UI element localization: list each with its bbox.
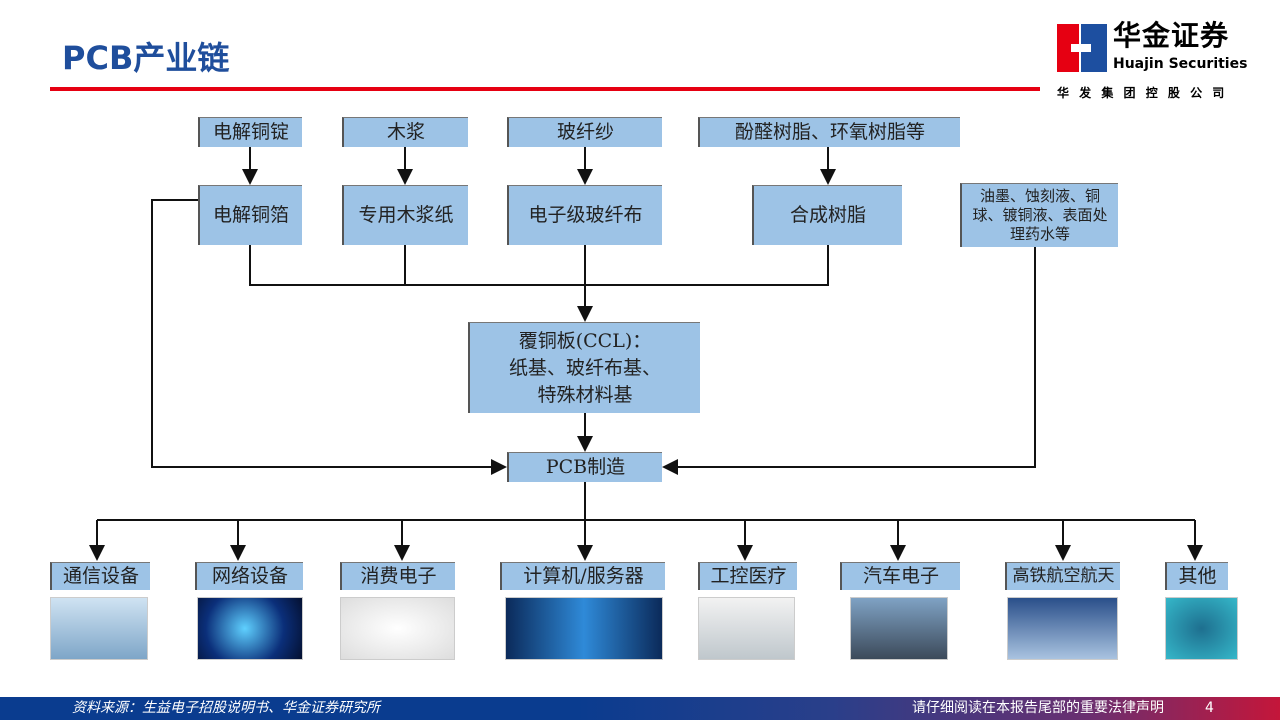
wood-pulp-paper: 专用木浆纸 xyxy=(342,185,468,245)
rocket-image xyxy=(1007,597,1118,660)
page-title: PCB产业链 xyxy=(62,39,230,77)
glass-fiber-cloth: 电子级玻纤布 xyxy=(507,185,662,245)
raw-glass-yarn: 玻纤纱 xyxy=(507,117,662,147)
earphones-image xyxy=(340,597,455,660)
chip-image xyxy=(1165,597,1238,660)
ccl-line: 覆铜板(CCL)： xyxy=(518,329,652,352)
app-rail-aerospace: 高铁航空航天 xyxy=(1005,562,1120,590)
app-telecom: 通信设备 xyxy=(50,562,150,590)
telecom-tower-image xyxy=(50,597,148,660)
page-number: 4 xyxy=(1205,700,1214,716)
logo-name-en: Huajin Securities xyxy=(1113,56,1248,72)
raw-wood-pulp: 木浆 xyxy=(342,117,468,147)
huajin-logo-icon xyxy=(1057,24,1107,72)
app-computer: 计算机/服务器 xyxy=(500,562,665,590)
ccl-box: 覆铜板(CCL)： 纸基、玻纤布基、 特殊材料基 xyxy=(468,322,700,413)
app-network: 网络设备 xyxy=(195,562,303,590)
logo-name-cn: 华金证券 xyxy=(1113,19,1230,52)
app-consumer: 消费电子 xyxy=(340,562,455,590)
ccl-line: 纸基、玻纤布基、 xyxy=(508,356,661,379)
cars-image xyxy=(850,597,948,660)
raw-resins: 酚醛树脂、环氧树脂等 xyxy=(698,117,960,147)
app-automotive: 汽车电子 xyxy=(840,562,960,590)
logo-subtitle: 华 发 集 团 控 股 公 司 xyxy=(1057,86,1225,100)
footer-bar: 资料来源：生益电子招股说明书、华金证券研究所 请仔细阅读在本报告尾部的重要法律声… xyxy=(0,697,1280,720)
raw-copper-ingot: 电解铜锭 xyxy=(198,117,302,147)
title-divider xyxy=(50,87,1040,91)
app-industrial-medical: 工控医疗 xyxy=(698,562,797,590)
medical-scanner-image xyxy=(698,597,795,660)
pcb-manufacturing: PCB制造 xyxy=(507,452,662,482)
source-note: 资料来源：生益电子招股说明书、华金证券研究所 xyxy=(72,700,380,716)
ccl-line: 特殊材料基 xyxy=(537,383,633,406)
app-other: 其他 xyxy=(1165,562,1228,590)
company-logo: 华金证券 Huajin Securities 华 发 集 团 控 股 公 司 xyxy=(1057,20,1267,104)
synthetic-resin: 合成树脂 xyxy=(752,185,902,245)
copper-foil: 电解铜箔 xyxy=(198,185,302,245)
server-room-image xyxy=(505,597,663,660)
chemicals: 油墨、蚀刻液、铜球、镀铜液、表面处理药水等 xyxy=(960,183,1118,247)
network-image xyxy=(197,597,303,660)
disclaimer-note: 请仔细阅读在本报告尾部的重要法律声明 xyxy=(912,700,1164,716)
